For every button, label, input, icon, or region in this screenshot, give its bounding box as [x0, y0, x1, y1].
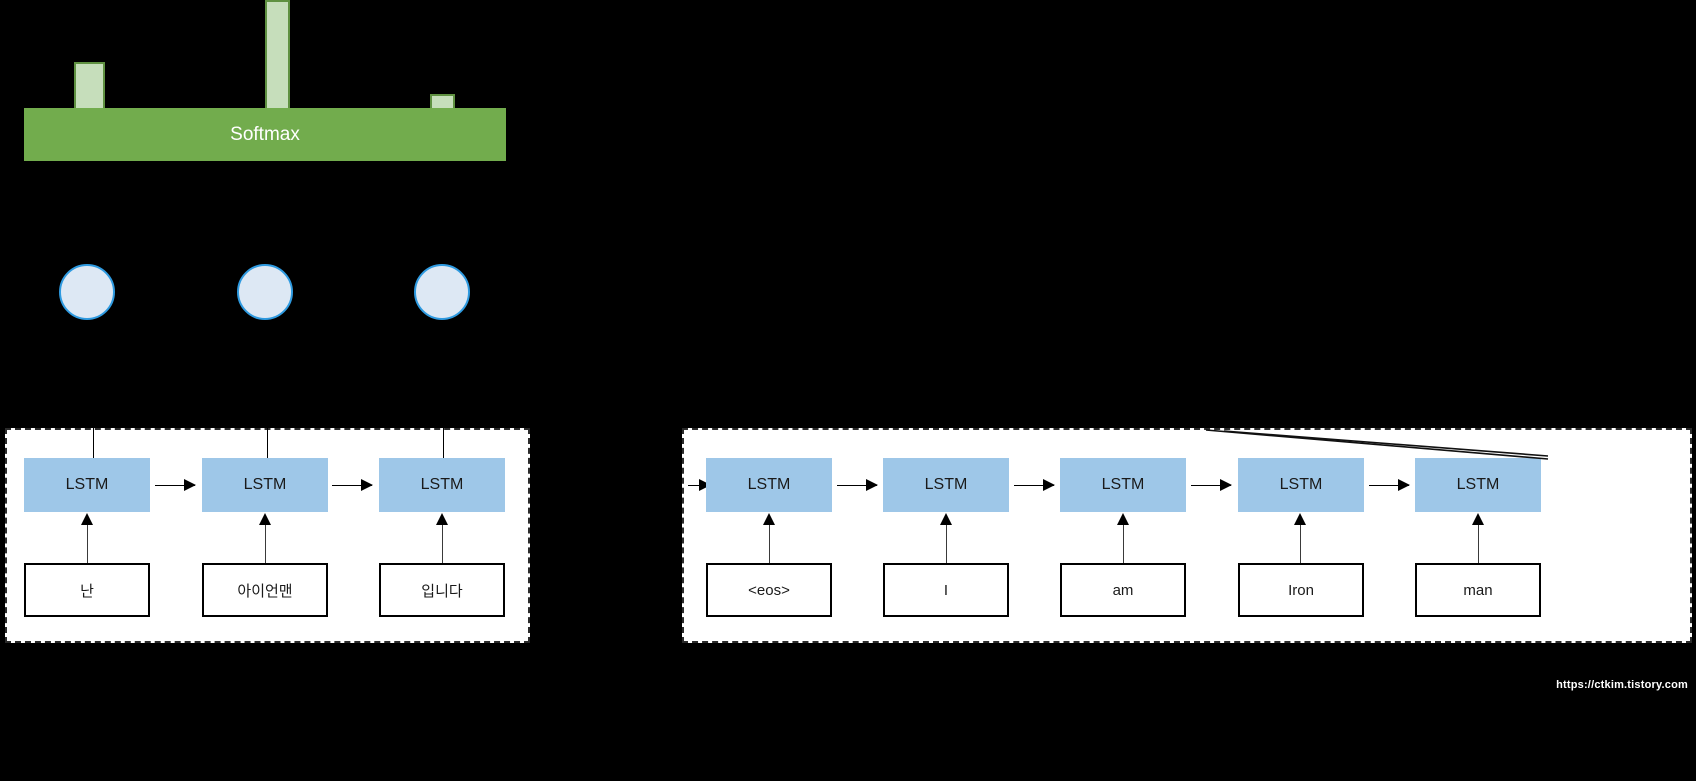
- decoder-token-label-4: Iron: [1288, 581, 1314, 599]
- context-circle-2: [237, 264, 293, 320]
- encoder-recurrent-arrow-1: [155, 479, 196, 491]
- decoder-token-label-3: am: [1112, 581, 1134, 599]
- decoder-lstm-cell-4: LSTM: [1238, 458, 1364, 512]
- encoder-token-label-3: 입니다: [421, 582, 463, 600]
- softmax-prob-bar-1: [74, 62, 105, 110]
- decoder-input-arrow-3: [1117, 513, 1129, 563]
- decoder-lstm-cell-5: LSTM: [1415, 458, 1541, 512]
- decoder-lstm-label-3: LSTM: [1101, 476, 1145, 493]
- encoder-token-label-1: 난: [80, 582, 94, 600]
- decoder-token-box-3: am: [1060, 563, 1186, 617]
- decoder-recurrent-arrow-1: [837, 479, 878, 491]
- decoder-recurrent-arrow-2: [1014, 479, 1055, 491]
- decoder-lstm-cell-2: LSTM: [883, 458, 1009, 512]
- decoder-lstm-label-2: LSTM: [924, 476, 968, 493]
- encoder-recurrent-arrow-2: [332, 479, 373, 491]
- encoder-token-label-2: 아이언맨: [237, 582, 293, 600]
- encoder-output-line-1: [93, 428, 94, 459]
- encoder-input-arrow-3: [436, 513, 448, 563]
- decoder-token-label-2: I: [943, 581, 949, 599]
- decoder-token-label-1: <eos>: [748, 581, 790, 599]
- decoder-input-arrow-2: [940, 513, 952, 563]
- softmax-box: Softmax: [24, 108, 506, 161]
- encoder-output-line-3: [443, 428, 444, 459]
- watermark-text: https://ctkim.tistory.com: [1556, 679, 1688, 691]
- encoder-lstm-label-3: LSTM: [420, 476, 464, 493]
- encoder-output-line-2: [267, 428, 268, 459]
- decoder-token-box-2: I: [883, 563, 1009, 617]
- encoder-input-arrow-2: [259, 513, 271, 563]
- decoder-lstm-cell-1: LSTM: [706, 458, 832, 512]
- encoder-lstm-label-2: LSTM: [243, 476, 287, 493]
- decoder-token-box-4: Iron: [1238, 563, 1364, 617]
- encoder-token-box-3: 입니다: [379, 563, 505, 617]
- decoder-lstm-label-4: LSTM: [1279, 476, 1323, 493]
- context-circle-1: [59, 264, 115, 320]
- softmax-prob-bar-2: [265, 0, 290, 110]
- decoder-lstm-cell-3: LSTM: [1060, 458, 1186, 512]
- decoder-token-box-1: <eos>: [706, 563, 832, 617]
- encoder-lstm-cell-3: LSTM: [379, 458, 505, 512]
- decoder-recurrent-arrow-3: [1191, 479, 1232, 491]
- encoder-input-arrow-1: [81, 513, 93, 563]
- encoder-token-box-1: 난: [24, 563, 150, 617]
- softmax-group: Softmax: [24, 0, 506, 161]
- decoder-recurrent-arrow-4: [1369, 479, 1410, 491]
- decoder-lstm-label-1: LSTM: [747, 476, 791, 493]
- decoder-input-arrow-4: [1294, 513, 1306, 563]
- context-circle-3: [414, 264, 470, 320]
- decoder-input-arrow-5: [1472, 513, 1484, 563]
- encoder-token-box-2: 아이언맨: [202, 563, 328, 617]
- decoder-token-label-5: man: [1463, 581, 1493, 599]
- softmax-label: Softmax: [230, 123, 300, 145]
- decoder-input-arrow-1: [763, 513, 775, 563]
- encoder-lstm-cell-1: LSTM: [24, 458, 150, 512]
- encoder-lstm-cell-2: LSTM: [202, 458, 328, 512]
- encoder-lstm-label-1: LSTM: [65, 476, 109, 493]
- decoder-lstm-label-5: LSTM: [1456, 476, 1500, 493]
- decoder-token-box-5: man: [1415, 563, 1541, 617]
